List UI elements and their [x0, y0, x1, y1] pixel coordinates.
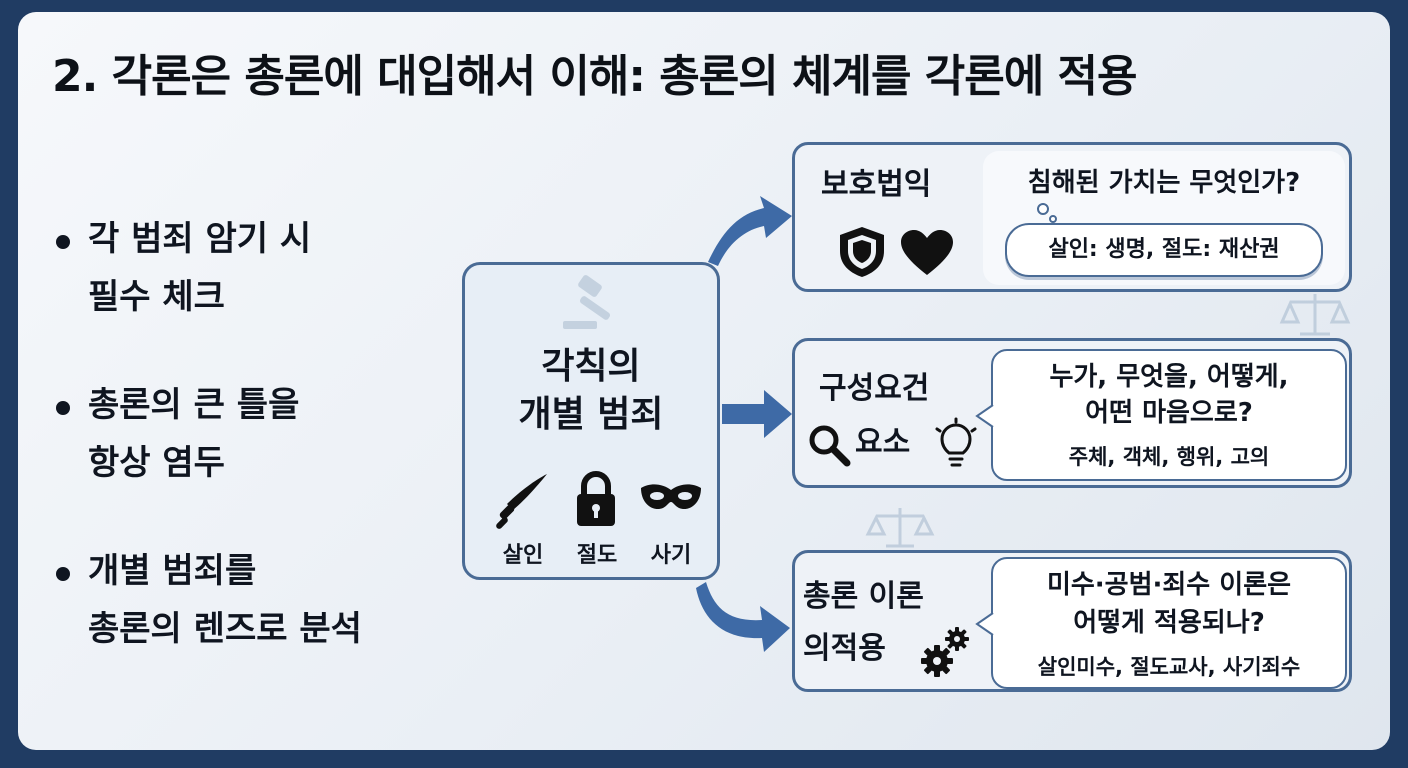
- lightbulb-icon: [935, 417, 977, 467]
- elements-box: 구성요건 요소 누가, 무엇을, 어떻게, 어떤 마음으로? 주체, 객체, 행…: [792, 338, 1352, 488]
- question-text: 어떤 마음으로?: [1085, 398, 1253, 428]
- general-theory-box: 총론 이론 의적용 미수·공범·죄수 이론은 어떻게 적용되나? 살인미수, 절…: [792, 550, 1352, 692]
- box-label: 의적용: [803, 631, 886, 666]
- central-concept-box: 각칙의 개별 범죄 살인 절도 사기: [462, 262, 720, 580]
- bubble-tail: [975, 404, 994, 428]
- bullet-dot: [56, 235, 70, 249]
- shield-icon: [840, 227, 884, 277]
- box-label: 구성요건: [819, 371, 930, 406]
- bullet-item: 개별 범죄를 총론의 렌즈로 분석: [52, 542, 432, 658]
- bullet-line: 각 범죄 암기 시: [88, 219, 312, 259]
- scales-icon: [1279, 294, 1351, 336]
- question-text: 어떻게 적용되나?: [1073, 608, 1265, 638]
- bullet-line: 필수 체크: [88, 277, 225, 317]
- bullet-line: 총론의 큰 틀을: [88, 385, 300, 425]
- arrow-top: [708, 196, 792, 266]
- bullet-item: 총론의 큰 틀을 항상 염두: [52, 376, 432, 492]
- answer-text: 주체, 객체, 행위, 고의: [1068, 445, 1270, 469]
- question-text: 미수·공범·죄수 이론은: [1046, 570, 1292, 600]
- scales-icon: [865, 508, 935, 548]
- answer-text: 살인미수, 절도교사, 사기죄수: [1037, 655, 1301, 679]
- gears-icon: [921, 627, 969, 677]
- bullet-line: 총론의 렌즈로 분석: [88, 609, 362, 649]
- bubble-tail: [1037, 203, 1057, 223]
- bullet-item: 각 범죄 암기 시 필수 체크: [52, 210, 432, 326]
- central-title-line: 개별 범죄: [518, 394, 664, 435]
- gavel-icon: [563, 275, 611, 329]
- question-bubble: 침해된 가치는 무엇인가? 살인: 생명, 절도: 재산권: [983, 151, 1345, 285]
- knife-icon: [496, 474, 547, 529]
- box-label: 보호법익: [821, 167, 932, 202]
- box-label: 총론 이론: [803, 579, 924, 614]
- bullet-dot: [56, 567, 70, 581]
- question-text: 누가, 무엇을, 어떻게,: [1049, 362, 1289, 392]
- magnifier-icon: [809, 425, 851, 467]
- lock-icon: [577, 471, 615, 526]
- central-title-line: 각칙의: [541, 346, 641, 387]
- answer-pill: 살인: 생명, 절도: 재산권: [1005, 223, 1323, 277]
- question-bubble: 미수·공범·죄수 이론은 어떻게 적용되나? 살인미수, 절도교사, 사기죄수: [991, 557, 1347, 689]
- central-title: 각칙의 개별 범죄: [465, 343, 717, 439]
- crime-label: 살인: [502, 543, 544, 568]
- box-label: 요소: [855, 425, 911, 460]
- mask-icon: [641, 484, 701, 510]
- bullet-line: 개별 범죄를: [88, 551, 257, 591]
- arrow-middle: [722, 390, 792, 438]
- bubble-tail: [975, 612, 994, 636]
- crime-label: 절도: [576, 543, 618, 568]
- crime-label: 사기: [650, 543, 692, 568]
- question-bubble: 누가, 무엇을, 어떻게, 어떤 마음으로? 주체, 객체, 행위, 고의: [991, 349, 1347, 481]
- heart-icon: [901, 230, 953, 275]
- bullet-line: 항상 염두: [88, 443, 225, 483]
- bullet-list: 각 범죄 암기 시 필수 체크 총론의 큰 틀을 항상 염두 개별 범죄를 총론…: [52, 210, 432, 708]
- question-text: 침해된 가치는 무엇인가?: [1027, 168, 1301, 198]
- arrow-bottom: [696, 582, 790, 652]
- protected-interest-box: 보호법익 침해된 가치는 무엇인가? 살인: 생명, 절도: 재산권: [792, 142, 1352, 292]
- bullet-dot: [56, 401, 70, 415]
- slide-title: 2. 각론은 총론에 대입해서 이해: 총론의 체계를 각론에 적용: [52, 51, 1138, 102]
